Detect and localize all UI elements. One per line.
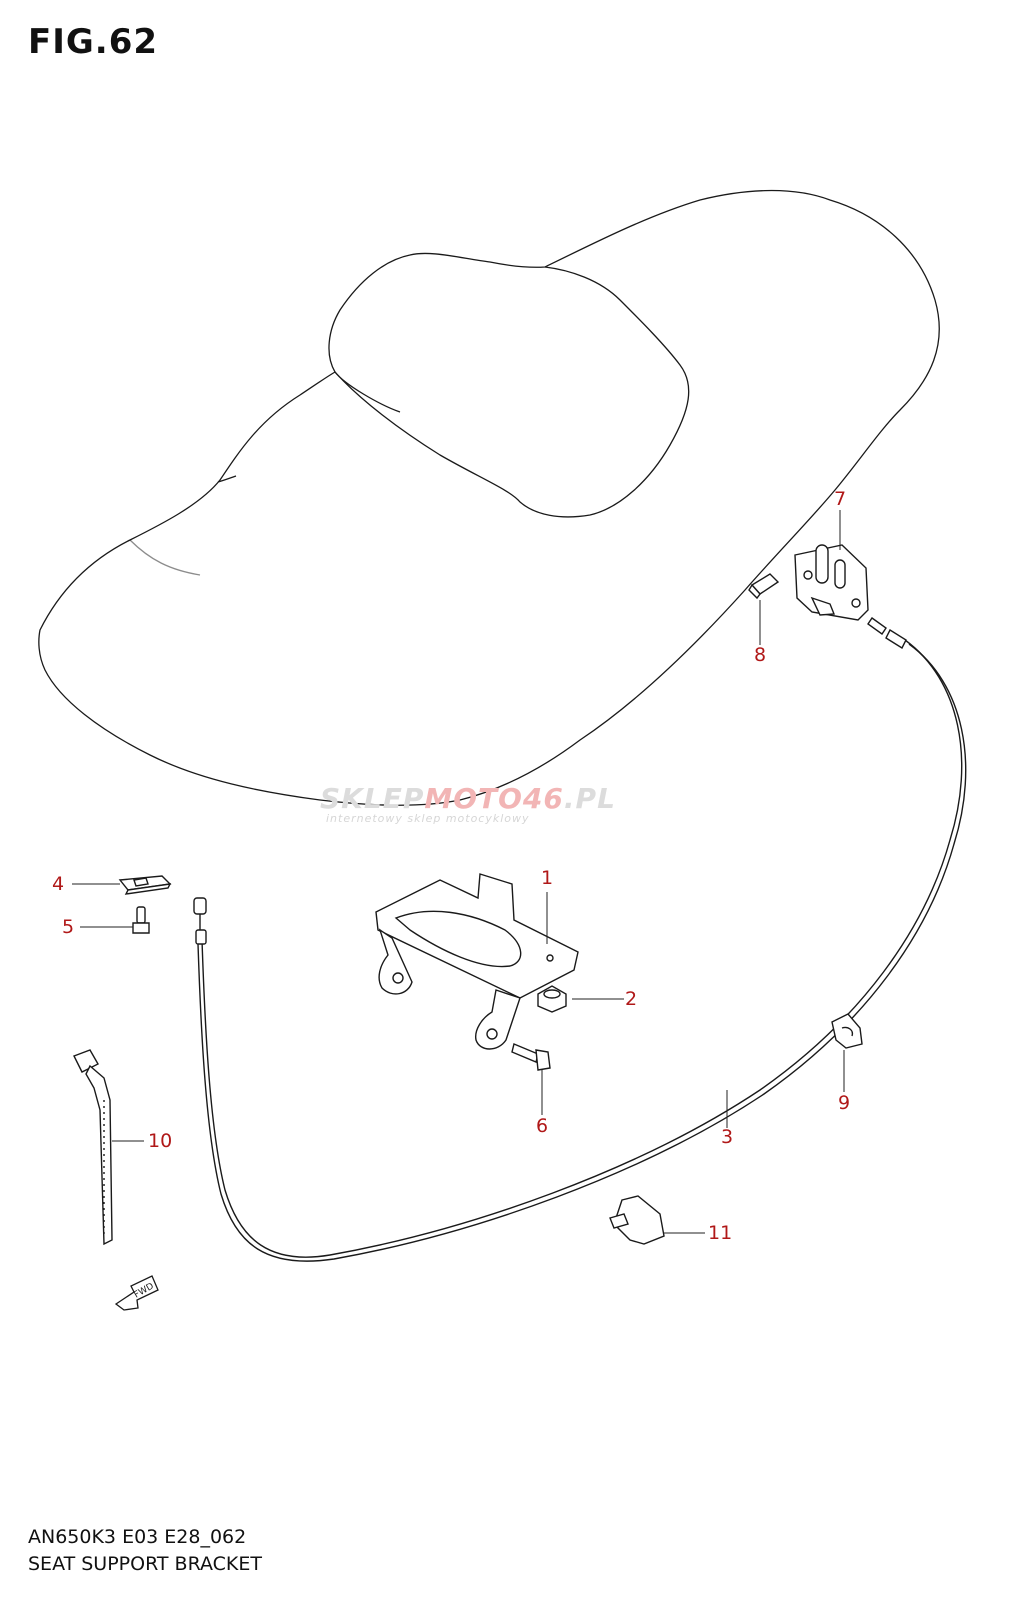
watermark-tagline: internetowy sklep motocyklowy [326,812,530,825]
fwd-arrow-icon [114,1275,159,1311]
callout-1: 1 [541,867,554,889]
part-9-clamp [831,1013,863,1049]
watermark-accent: MOTO46 [424,782,564,815]
watermark: SKLEPMOTO46.PL [320,782,616,815]
watermark-prefix: SKLEP [320,782,425,815]
callout-3: 3 [721,1126,734,1148]
callout-10: 10 [148,1130,173,1152]
figure-title: FIG.62 [28,22,159,62]
part-7-lock-bracket [794,544,869,621]
part-8-bolt [748,573,780,600]
part-1-seat-support-bracket [375,873,579,1050]
callout-9: 9 [838,1092,851,1114]
callout-7: 7 [834,488,847,510]
callout-5: 5 [62,916,75,938]
callout-2: 2 [625,988,638,1010]
part-10-cable-tie [73,1049,113,1246]
callout-6: 6 [536,1115,549,1137]
callout-8: 8 [754,644,767,666]
seat-outline [38,189,940,806]
callout-11: 11 [708,1222,733,1244]
part-3-cable [193,617,967,1262]
part-11-clamp [609,1195,665,1245]
model-code: AN650K3 E03 E28_062 [28,1526,247,1548]
leader-lines [72,510,845,1234]
callout-4: 4 [52,873,65,895]
part-4-clip [118,875,172,895]
part-2-nut [537,985,567,1013]
part-6-bolt [511,1043,551,1071]
figure-caption: SEAT SUPPORT BRACKET [28,1553,263,1575]
part-5-screw [132,906,150,934]
watermark-suffix: .PL [563,782,616,815]
